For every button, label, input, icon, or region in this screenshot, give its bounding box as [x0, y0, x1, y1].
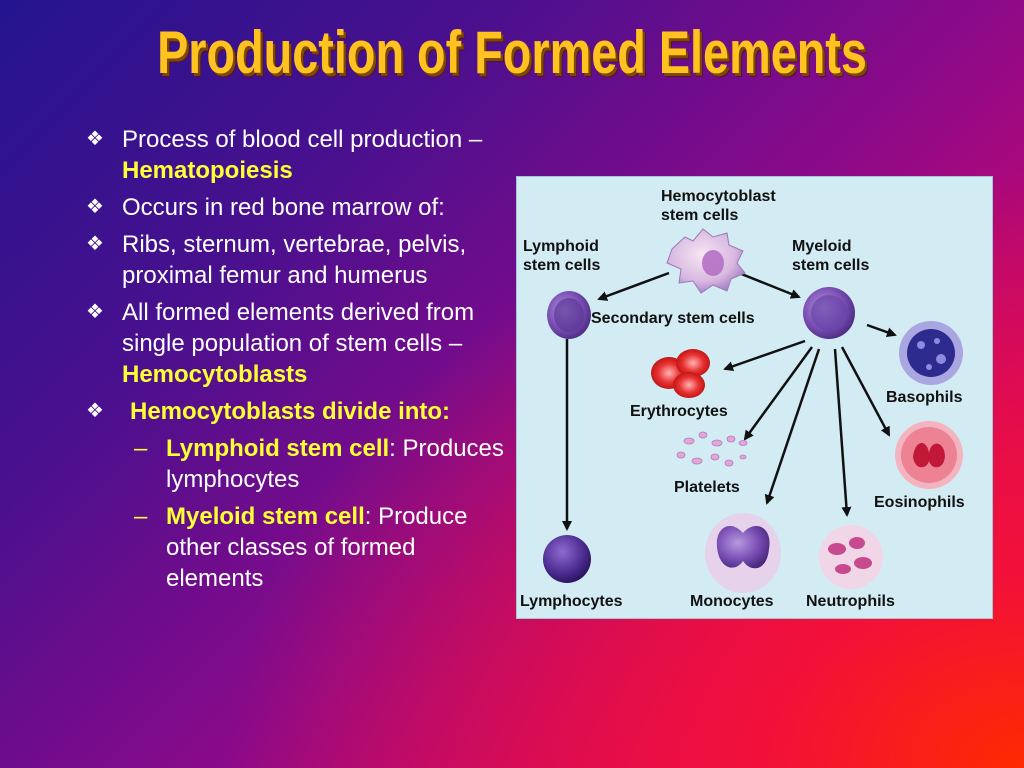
sub-bullet-text: : Produces lymphocytes [166, 435, 504, 493]
bullet-list: ❖ Process of blood cell production – Hem… [84, 124, 514, 600]
bullet-item: ❖ Hemocytoblasts divide into: [84, 396, 514, 427]
sub-bullet-item: – Myeloid stem cell: Produce other class… [84, 501, 514, 594]
neutrophil-cell-icon [819, 525, 883, 589]
slide-title: Production of Formed Elements [157, 19, 867, 86]
erythrocytes-label: Erythrocytes [630, 403, 728, 420]
platelets-icon [676, 431, 748, 467]
secondary-stem-cells-label: Secondary stem cells [591, 310, 755, 327]
monocytes-label: Monocytes [690, 593, 774, 610]
bullet-highlight: Hematopoiesis [122, 157, 293, 184]
monocyte-cell-icon [705, 513, 781, 593]
neutrophils-label: Neutrophils [806, 593, 895, 610]
eosinophil-cell-icon [895, 421, 963, 489]
dash-marker: – [134, 435, 148, 462]
diagram-art [543, 228, 963, 593]
basophil-cell-icon [899, 321, 963, 385]
bullet-text: Occurs in red bone marrow of: [122, 194, 445, 221]
erythrocytes-cell-icon [651, 349, 710, 398]
sub-bullet-text: : Produce other classes of formed elemen… [166, 503, 468, 592]
diamond-bullet-icon: ❖ [86, 400, 104, 422]
myeloid-stem-cell-icon [803, 287, 855, 339]
sub-bullet-highlight: Lymphoid stem cell [166, 435, 390, 462]
bullet-highlight: Hemocytoblasts divide into: [130, 398, 451, 425]
sub-bullet-highlight: Myeloid stem cell [166, 503, 365, 530]
eosinophils-label: Eosinophils [874, 494, 965, 511]
sub-bullet-item: – Lymphoid stem cell: Produces lymphocyt… [84, 433, 514, 495]
bullet-item: ❖ Process of blood cell production – Hem… [84, 124, 514, 186]
lymphocyte-cell-icon [543, 535, 591, 583]
bullet-text: All formed elements derived from single … [122, 299, 475, 357]
lymphoid-label: Lymphoid stem cells [523, 238, 601, 274]
basophils-label: Basophils [886, 389, 963, 406]
bullet-item: ❖ Ribs, sternum, vertebrae, pelvis, prox… [84, 229, 514, 291]
lymphoid-stem-cell-icon [547, 291, 591, 339]
bullet-text: Process of blood cell production – [122, 126, 483, 153]
bullet-highlight: Hemocytoblasts [122, 361, 308, 388]
myeloid-label: Myeloid stem cells [792, 238, 870, 274]
bullet-text: Ribs, sternum, vertebrae, pelvis, proxim… [122, 231, 467, 289]
hemocytoblast-label: Hemocytoblast stem cells [661, 188, 776, 224]
platelets-label: Platelets [674, 479, 740, 496]
hemocytoblast-cell-icon [666, 228, 746, 294]
arrows [562, 271, 897, 531]
hematopoiesis-diagram: Hemocytoblast stem cells Lymphoid stem c… [516, 176, 993, 619]
lymphocytes-label: Lymphocytes [520, 593, 623, 610]
diamond-bullet-icon: ❖ [86, 196, 104, 218]
bullet-item: ❖ All formed elements derived from singl… [84, 297, 514, 390]
diamond-bullet-icon: ❖ [86, 301, 104, 323]
diamond-bullet-icon: ❖ [86, 128, 104, 150]
dash-marker: – [134, 503, 148, 530]
diamond-bullet-icon: ❖ [86, 233, 104, 255]
bullet-item: ❖ Occurs in red bone marrow of: [84, 192, 514, 223]
